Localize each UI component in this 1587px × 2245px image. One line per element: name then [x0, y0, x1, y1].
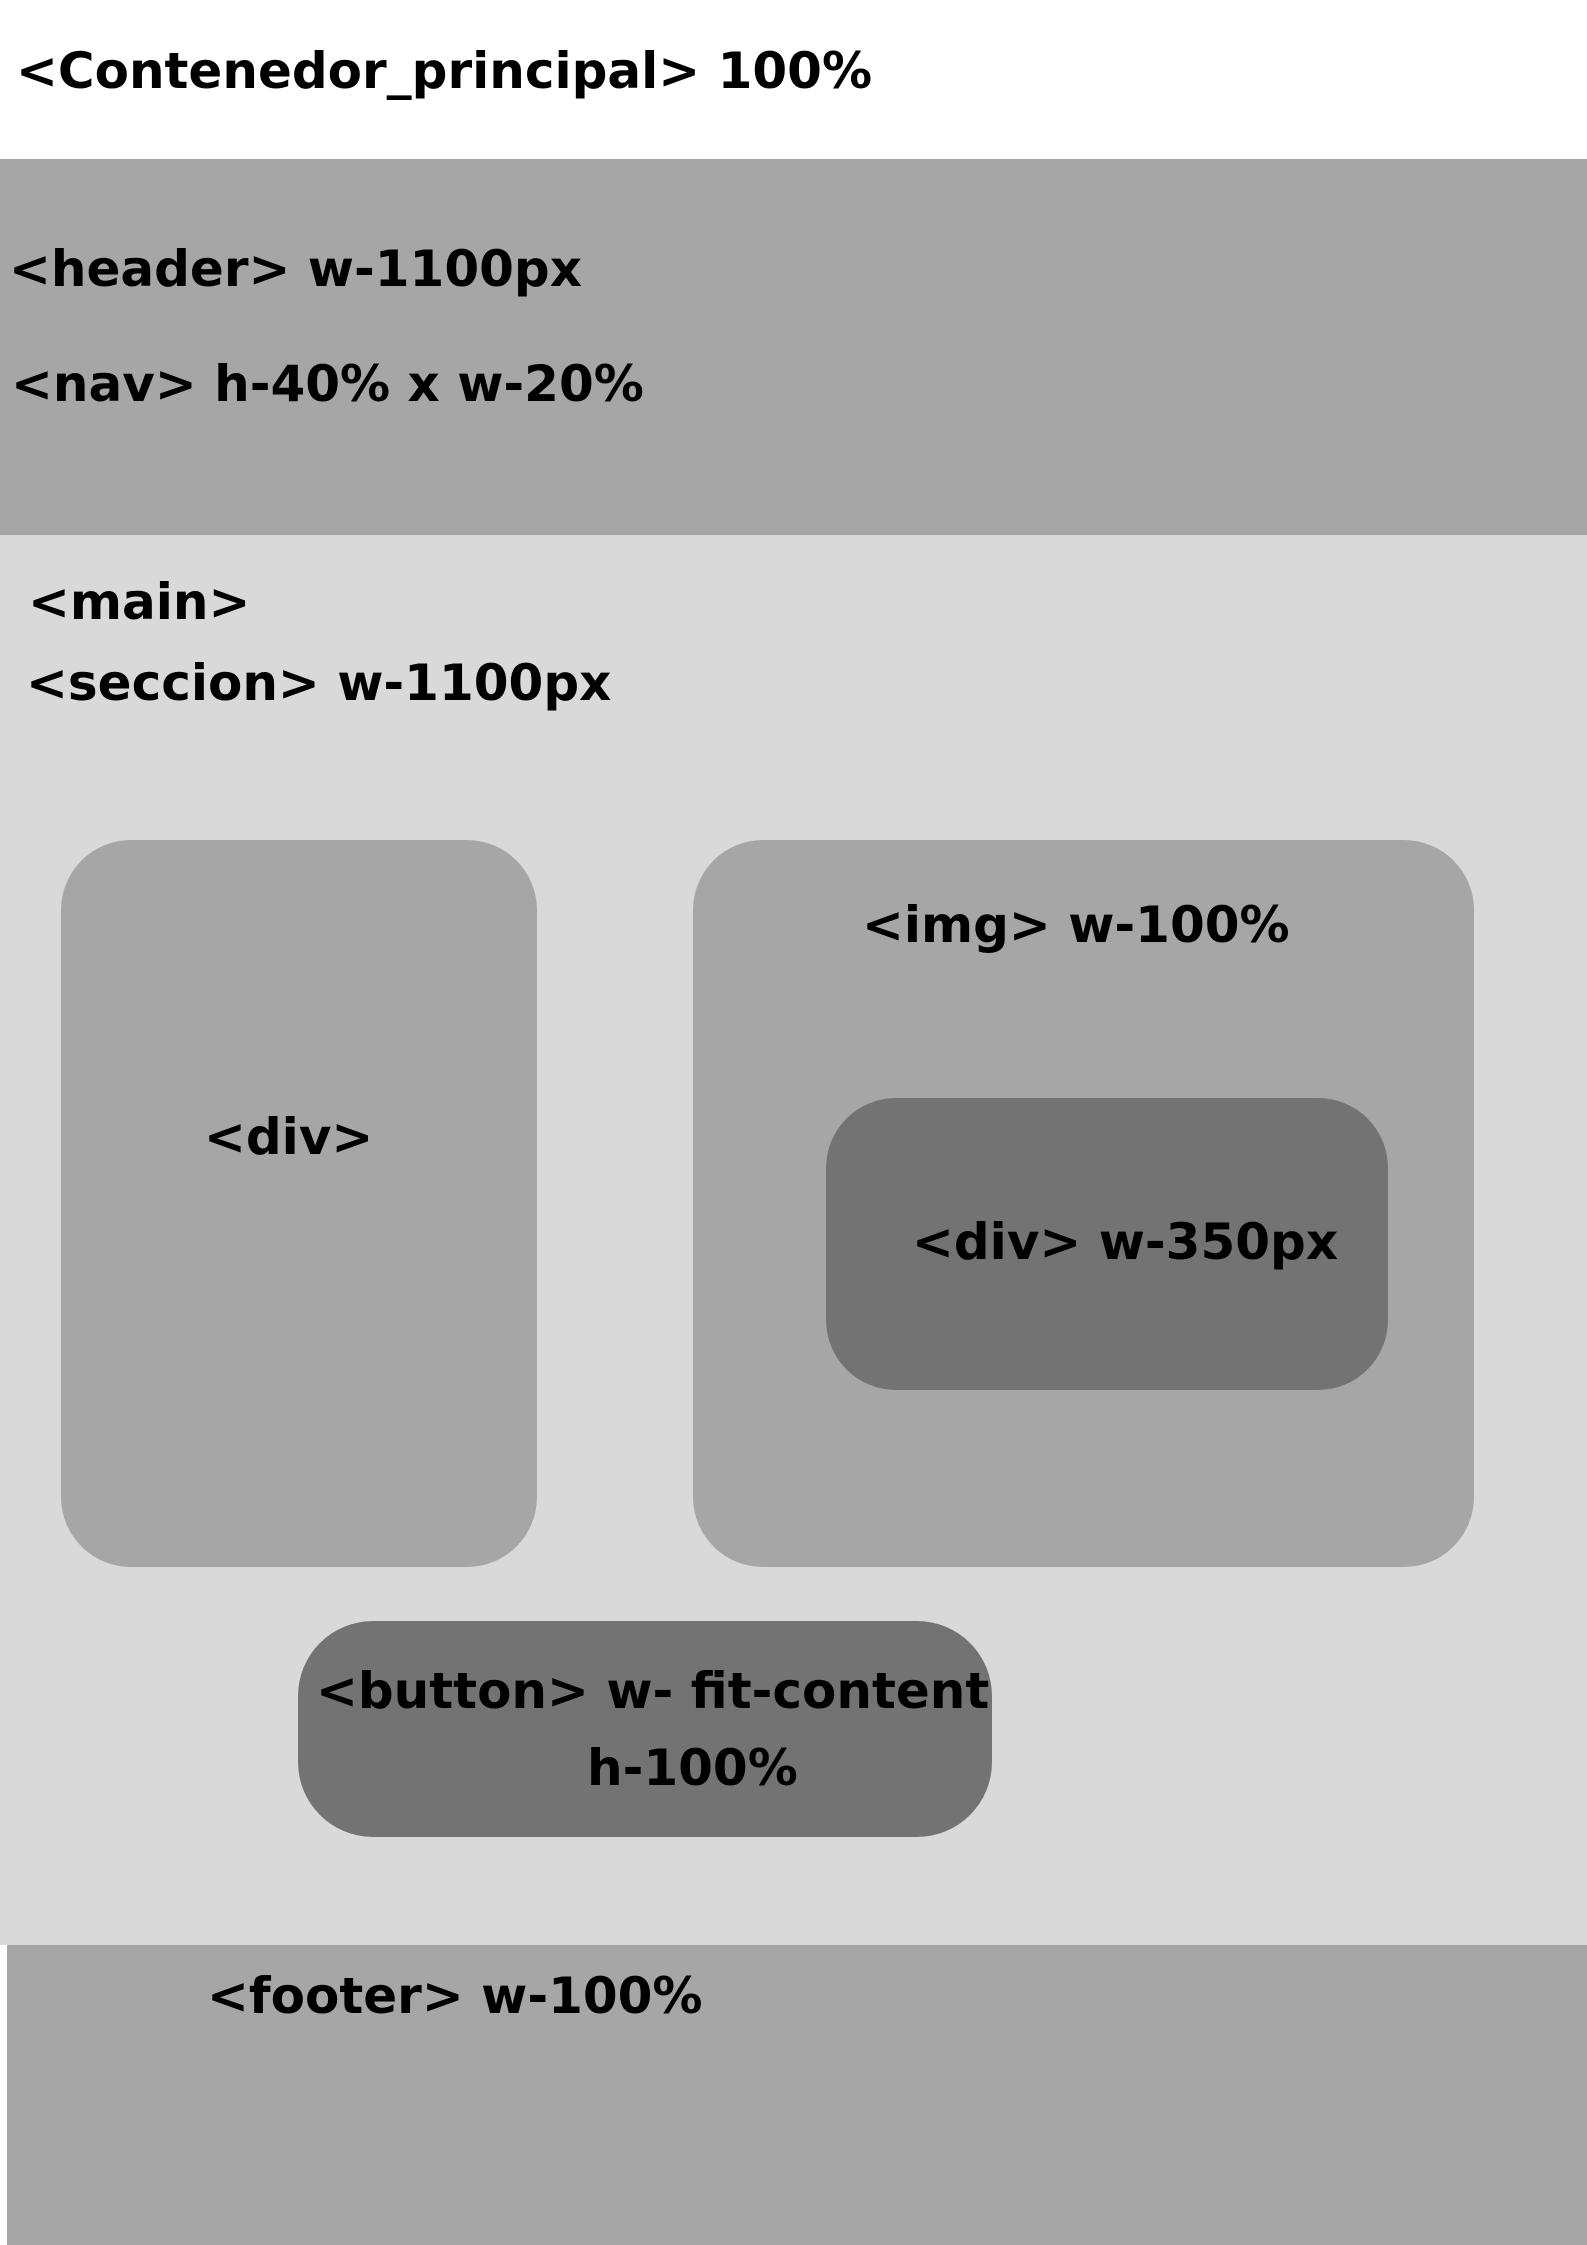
footer-label: <footer> w-100% [207, 1967, 703, 2025]
nav-label: <nav> h-40% x w-20% [11, 355, 644, 413]
header-label: <header> w-1100px [9, 240, 582, 298]
main-label: <main> [28, 573, 251, 631]
left-div-block [61, 840, 537, 1567]
inner-div-block [826, 1098, 1388, 1390]
page-title: <Contenedor_principal> 100% [16, 42, 873, 100]
button-block [298, 1621, 992, 1837]
img-label: <img> w-100% [862, 896, 1290, 954]
button-label-line2: h-100% [587, 1739, 798, 1797]
seccion-label: <seccion> w-1100px [26, 654, 612, 712]
footer-block [7, 1945, 1587, 2245]
left-div-label: <div> [204, 1108, 374, 1166]
inner-div-label: <div> w-350px [912, 1213, 1339, 1271]
header-block [0, 159, 1587, 535]
button-label-line1: <button> w- fit-content [316, 1662, 990, 1720]
